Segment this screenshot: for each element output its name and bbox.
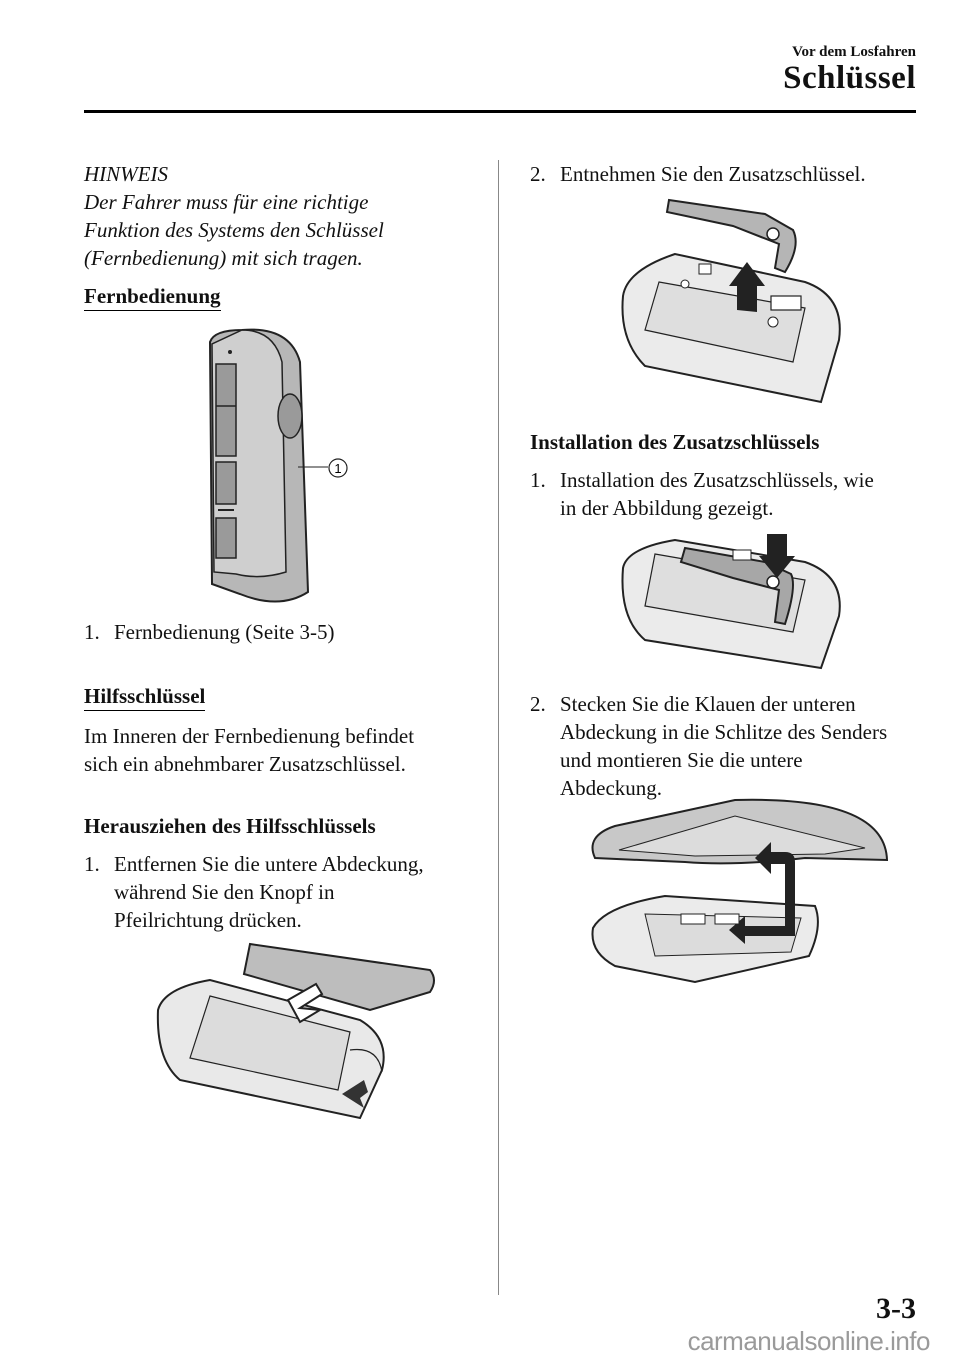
step-line: Abdeckung in die Schlitze des Senders [560, 720, 888, 744]
caption-text: Fernbedienung (Seite 3-5) [114, 620, 335, 644]
herausziehen-heading: Herausziehen des Hilfsschlüssels [84, 814, 376, 838]
remote-key-figure: 1 [208, 328, 348, 603]
step-line: Pfeilrichtung drücken. [114, 908, 302, 932]
note-line: Der Fahrer muss für eine richtige [84, 190, 369, 214]
section-label: Vor dem Losfahren [792, 44, 916, 60]
column-divider [498, 160, 499, 1295]
note-line: Funktion des Systems den Schlüssel [84, 218, 384, 242]
mount-cover-figure [591, 798, 889, 984]
fernbedienung-heading: Fernbedienung [84, 284, 221, 311]
step-number: 1. [530, 468, 546, 492]
installation-heading: Installation des Zusatzschlüssels [530, 430, 820, 454]
hilfsschluessel-heading: Hilfsschlüssel [84, 684, 206, 711]
hilfs-line: sich ein abnehmbarer Zusatzschlüssel. [84, 752, 406, 776]
step-line: Entfernen Sie die untere Abdeckung, [114, 852, 424, 876]
step-number: 2. [530, 162, 546, 186]
step-number: 2. [530, 692, 546, 716]
header-rule [84, 110, 916, 113]
footer-watermark: carmanualsonline.info [687, 1326, 931, 1356]
note-line: (Fernbedienung) mit sich tragen. [84, 246, 363, 270]
page-title: Schlüssel [783, 60, 916, 96]
caption-number: 1. [84, 620, 100, 644]
caption-1: 1. Fernbedienung (Seite 3-5) [84, 618, 334, 646]
install-key-figure [621, 534, 841, 670]
step-line: während Sie den Knopf in [114, 880, 335, 904]
callout-1: 1 [334, 461, 341, 476]
step-number: 1. [84, 852, 100, 876]
page-number: 3-3 [876, 1292, 916, 1325]
remove-cover-figure [156, 942, 435, 1120]
note-title: HINWEIS [84, 162, 168, 186]
step-line: Installation des Zusatzschlüssels, wie [560, 468, 874, 492]
step-line: und montieren Sie die untere [560, 748, 803, 772]
step-text: Entnehmen Sie den Zusatzschlüssel. [560, 162, 866, 186]
step-line: in der Abbildung gezeigt. [560, 496, 774, 520]
hilfs-line: Im Inneren der Fernbedienung befindet [84, 724, 415, 748]
step-line: Stecken Sie die Klauen der unteren [560, 692, 856, 716]
step-line: Abdeckung. [560, 776, 663, 800]
take-out-key-figure [621, 198, 841, 404]
